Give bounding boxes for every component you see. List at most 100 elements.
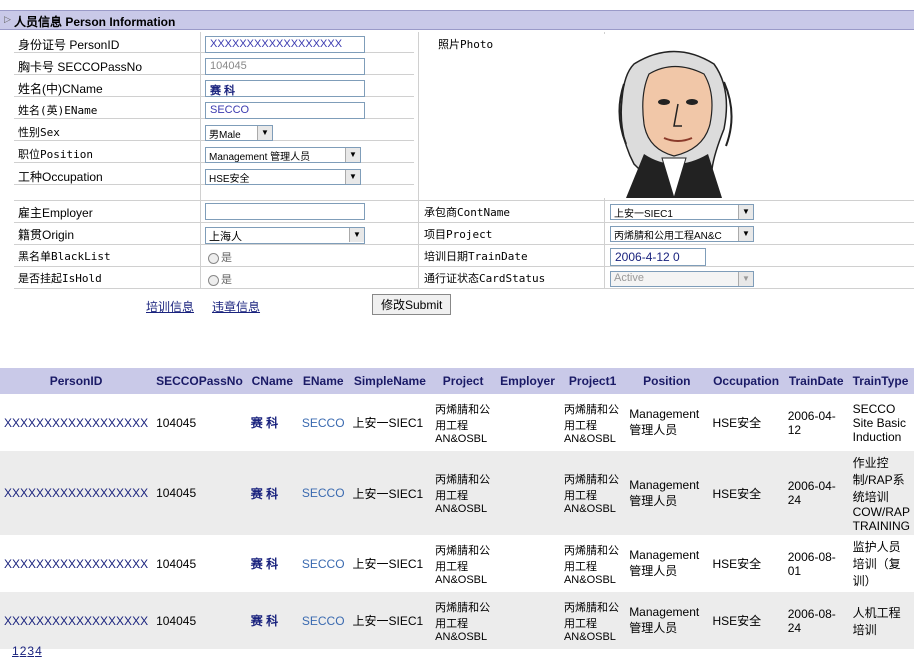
label-project: 项目Project: [424, 228, 493, 241]
cell-occupation: HSE安全: [708, 394, 784, 451]
cell-simple-name: 上安一SIEC1: [348, 535, 432, 592]
card-status-select: Active ▼: [610, 271, 754, 287]
submit-button[interactable]: 修改Submit: [372, 294, 452, 315]
radio-icon: [208, 252, 219, 264]
is-hold-option: 是: [221, 274, 232, 286]
cell-pass-no: 104045: [152, 535, 247, 592]
cell-train-type: 监护人员培训（复训）: [848, 535, 914, 592]
origin-select[interactable]: 上海人 ▼: [205, 227, 365, 244]
position-select-value: Management 管理人员: [209, 152, 311, 163]
col-header[interactable]: EName: [297, 368, 349, 394]
table-row[interactable]: XXXXXXXXXXXXXXXXXX 104045 赛 科 SECCO 上安一S…: [0, 394, 914, 451]
label-photo: 照片Photo: [438, 38, 494, 51]
divider: [14, 222, 914, 223]
cont-name-select[interactable]: 上安一SIEC1 ▼: [610, 204, 754, 220]
cell-simple-name: 上安一SIEC1: [348, 394, 432, 451]
expand-arrow-icon: ▷: [4, 14, 11, 24]
col-header[interactable]: PersonID: [0, 368, 153, 394]
chevron-down-icon: ▼: [738, 272, 753, 286]
cell-train-date: 2006-08-24: [783, 592, 849, 649]
cell-person-id: XXXXXXXXXXXXXXXXXX: [0, 592, 153, 649]
cell-simple-name: 上安一SIEC1: [348, 451, 432, 535]
page-link[interactable]: 2: [19, 644, 27, 658]
person-photo: [604, 34, 744, 198]
col-header[interactable]: SimpleName: [348, 368, 432, 394]
col-header[interactable]: Project1: [559, 368, 626, 394]
col-header[interactable]: Occupation: [708, 368, 784, 394]
cell-position: Management 管理人员: [625, 394, 709, 451]
col-header[interactable]: Employer: [495, 368, 560, 394]
cell-cname: 赛 科: [246, 451, 298, 535]
cell-train-type: 作业控制/RAP系统培训 COW/RAP TRAINING: [848, 451, 914, 535]
col-header[interactable]: TrainType: [848, 368, 914, 394]
occupation-select[interactable]: HSE安全 ▼: [205, 169, 361, 185]
origin-select-value: 上海人: [209, 231, 242, 243]
chevron-down-icon[interactable]: ▼: [345, 170, 360, 184]
table-row[interactable]: XXXXXXXXXXXXXXXXXX 104045 赛 科 SECCO 上安一S…: [0, 592, 914, 649]
cell-train-type: SECCO Site Basic Induction: [848, 394, 914, 451]
person-table: PersonID SECCOPassNo CName EName SimpleN…: [0, 368, 914, 649]
cell-ename: SECCO: [297, 451, 349, 535]
section-header: ▷ 人员信息 Person Information: [0, 10, 914, 30]
chevron-down-icon[interactable]: ▼: [349, 228, 364, 242]
sex-select[interactable]: 男Male ▼: [205, 125, 273, 141]
position-select[interactable]: Management 管理人员 ▼: [205, 147, 361, 163]
occupation-select-value: HSE安全: [209, 174, 250, 185]
cell-occupation: HSE安全: [708, 451, 784, 535]
person-id-input[interactable]: XXXXXXXXXXXXXXXXXX: [205, 36, 365, 53]
cell-project1: 丙烯腈和公用工程AN&OSBL: [559, 592, 626, 649]
is-hold-radio[interactable]: 是: [208, 271, 232, 287]
label-occupation: 工种Occupation: [18, 170, 103, 184]
table-row[interactable]: XXXXXXXXXXXXXXXXXX 104045 赛 科 SECCO 上安一S…: [0, 451, 914, 535]
chevron-down-icon[interactable]: ▼: [738, 205, 753, 219]
pagination: 1234: [12, 644, 43, 658]
page-link[interactable]: 4: [35, 644, 42, 658]
label-train-date: 培训日期TrainDate: [424, 250, 528, 263]
cell-employer: [495, 535, 560, 592]
employer-input[interactable]: [205, 203, 365, 220]
label-is-hold: 是否挂起IsHold: [18, 272, 102, 285]
label-card-status: 通行证状态CardStatus: [424, 272, 546, 285]
cell-person-id: XXXXXXXXXXXXXXXXXX: [0, 535, 153, 592]
pass-no-input[interactable]: 104045: [205, 58, 365, 75]
cont-name-select-value: 上安一SIEC1: [614, 209, 673, 220]
training-info-link[interactable]: 培训信息: [146, 300, 195, 314]
chevron-down-icon[interactable]: ▼: [345, 148, 360, 162]
cell-train-date: 2006-08-01: [783, 535, 849, 592]
divider: [200, 32, 201, 288]
cell-project: 丙烯腈和公用工程AN&OSBL: [431, 535, 496, 592]
page-link[interactable]: 1: [12, 644, 19, 658]
card-status-select-value: Active: [614, 272, 644, 284]
col-header[interactable]: TrainDate: [783, 368, 849, 394]
page-link[interactable]: 3: [27, 644, 35, 658]
table-row[interactable]: XXXXXXXXXXXXXXXXXX 104045 赛 科 SECCO 上安一S…: [0, 535, 914, 592]
ename-input[interactable]: SECCO: [205, 102, 365, 119]
cell-project1: 丙烯腈和公用工程AN&OSBL: [559, 394, 626, 451]
cell-train-type: 人机工程培训: [848, 592, 914, 649]
cell-occupation: HSE安全: [708, 535, 784, 592]
train-date-input[interactable]: 2006-4-12 0: [610, 248, 706, 266]
cname-input[interactable]: 赛 科: [205, 80, 365, 97]
chevron-down-icon[interactable]: ▼: [257, 126, 272, 140]
cell-train-date: 2006-04-12: [783, 394, 849, 451]
cell-cname: 赛 科: [246, 535, 298, 592]
label-blacklist: 黑名单BlackList: [18, 250, 111, 263]
chevron-down-icon[interactable]: ▼: [738, 227, 753, 241]
blacklist-option: 是: [221, 252, 232, 264]
violation-info-link[interactable]: 违章信息: [212, 300, 261, 314]
cell-ename: SECCO: [297, 592, 349, 649]
cell-pass-no: 104045: [152, 451, 247, 535]
cell-project1: 丙烯腈和公用工程AN&OSBL: [559, 451, 626, 535]
divider: [14, 288, 914, 289]
cell-position: Management 管理人员: [625, 592, 709, 649]
col-header[interactable]: SECCOPassNo: [152, 368, 247, 394]
radio-icon: [208, 274, 219, 286]
blacklist-radio[interactable]: 是: [208, 249, 232, 265]
col-header[interactable]: Project: [431, 368, 496, 394]
col-header[interactable]: Position: [625, 368, 709, 394]
col-header[interactable]: CName: [246, 368, 298, 394]
label-cont-name: 承包商ContName: [424, 206, 510, 219]
label-pass-no: 胸卡号 SECCOPassNo: [18, 60, 143, 74]
cell-employer: [495, 394, 560, 451]
project-select[interactable]: 丙烯腈和公用工程AN&C ▼: [610, 226, 754, 242]
